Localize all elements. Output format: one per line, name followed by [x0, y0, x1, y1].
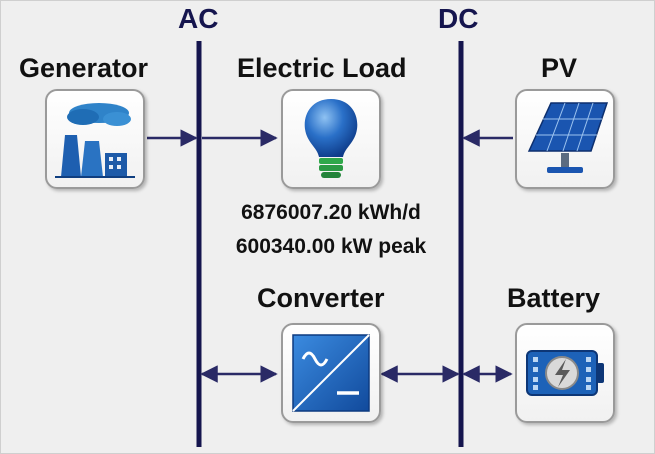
generator-tile[interactable] — [45, 89, 145, 189]
electric-load-tile[interactable] — [281, 89, 381, 189]
generator-label: Generator — [19, 53, 149, 83]
load-peak-power: 600340.00 kW peak — [235, 235, 427, 258]
ac-bus-label: AC — [178, 3, 219, 34]
pv-label: PV — [541, 53, 578, 83]
ac-dc-converter-icon — [292, 334, 370, 412]
battery-tile[interactable] — [515, 323, 615, 423]
battery-icon — [526, 350, 604, 396]
solar-panel-icon — [527, 102, 609, 173]
power-plant-icon — [55, 103, 135, 178]
pv-tile[interactable] — [515, 89, 615, 189]
electric-load-label: Electric Load — [237, 53, 407, 83]
battery-label: Battery — [507, 283, 601, 313]
converter-label: Converter — [257, 283, 385, 313]
light-bulb-icon — [304, 99, 358, 178]
converter-tile[interactable] — [281, 323, 381, 423]
load-daily-energy: 6876007.20 kWh/d — [241, 201, 421, 224]
dc-bus-label: DC — [438, 3, 479, 34]
